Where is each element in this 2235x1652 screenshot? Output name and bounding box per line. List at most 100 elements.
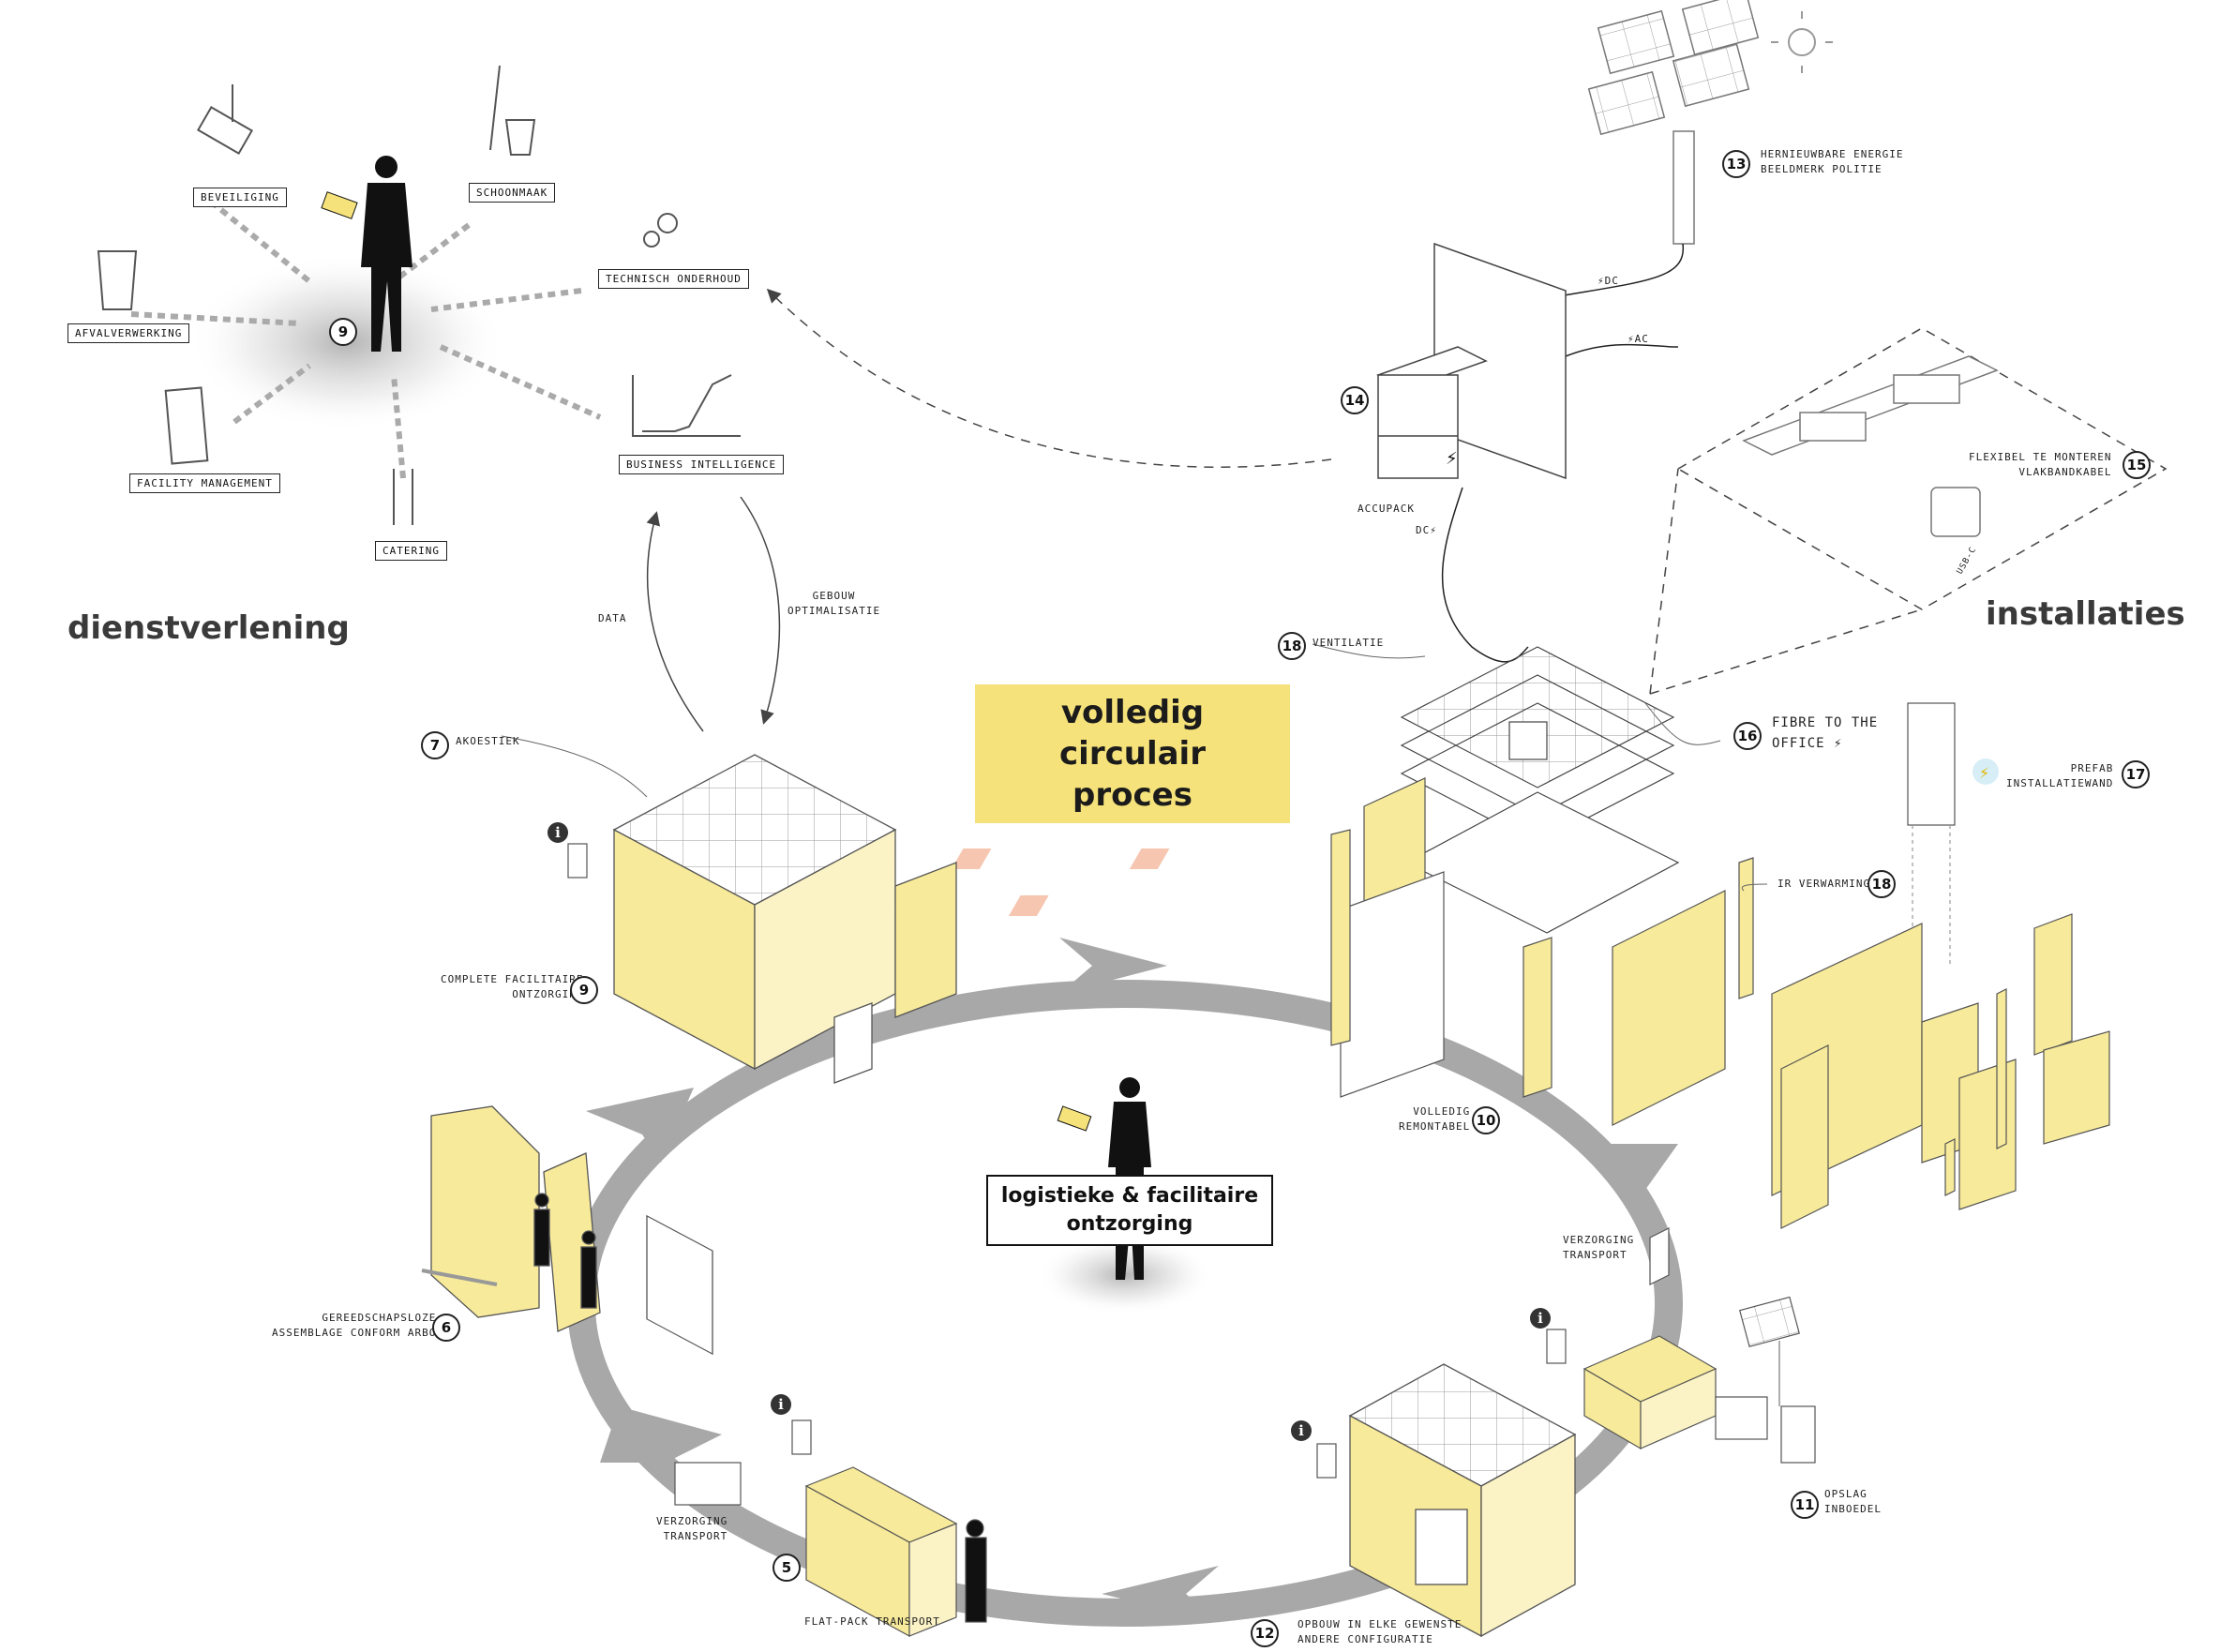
- step-12-line1: OPBOUW IN ELKE GEWENSTE: [1298, 1618, 1462, 1630]
- step-18-number-ir: 18: [1868, 870, 1896, 898]
- service-technisch-onderhoud: TECHNISCH ONDERHOUD: [598, 269, 749, 289]
- document-icons: [567, 843, 1567, 1479]
- porter-icon: [966, 1519, 984, 1538]
- service-arrows: [130, 199, 602, 479]
- accupack-label: ACCUPACK: [1358, 503, 1415, 515]
- dc-label-bottom: DC⚡: [1416, 524, 1437, 536]
- step-13-number: 13: [1722, 150, 1750, 178]
- bucket-icon: [504, 119, 536, 156]
- step-9-label: COMPLETE FACILITAIRE ONTZORGING: [441, 972, 583, 1002]
- section-title-installaties: installaties: [1986, 595, 2185, 633]
- step-7-number: 7: [421, 731, 449, 759]
- step-10-line2: REMONTABEL: [1399, 1120, 1471, 1133]
- service-icons: [97, 65, 741, 525]
- step-17-line2: INSTALLATIEWAND: [2006, 777, 2114, 789]
- step-16-number: 16: [1733, 722, 1762, 750]
- step-9-line1: COMPLETE FACILITAIRE: [441, 973, 584, 985]
- akoestiek-label: AKOESTIEK: [456, 735, 520, 747]
- ring-arrow-bottom: [1102, 1566, 1219, 1622]
- verzorging-transport-left: VERZORGING TRANSPORT: [656, 1514, 728, 1544]
- step-14-number: 14: [1341, 386, 1369, 414]
- step-9-line2: ONTZORGING: [512, 988, 584, 1000]
- info-icon-cabin: i: [548, 822, 568, 843]
- assembly-scene: [421, 1105, 601, 1332]
- mop-icon: [489, 65, 501, 151]
- step-15-line1: FLEXIBEL TE MONTEREN: [1969, 451, 2112, 463]
- info-icon-opbouw: i: [1291, 1420, 1312, 1441]
- clipboard-icon: [164, 386, 209, 465]
- service-beveiliging: BEVEILIGING: [193, 188, 287, 207]
- hub-number: 9: [329, 318, 357, 346]
- info-icon-transport: i: [1530, 1308, 1551, 1329]
- data-arrow: [646, 511, 704, 732]
- step-15-line2: VLAKBANDKABEL: [2018, 466, 2112, 478]
- flow-optimalisatie-label: GEBOUW OPTIMALISATIE: [788, 589, 880, 619]
- step-12-label: OPBOUW IN ELKE GEWENSTE ANDERE CONFIGURA…: [1298, 1617, 1462, 1647]
- van-icon: [674, 1462, 742, 1506]
- assembled-cabin-top: [612, 754, 957, 1356]
- central-claim: volledig circulair proces: [975, 684, 1290, 823]
- solar-tree-icon: [1587, 0, 1760, 245]
- step-6-label: GEREEDSCHAPSLOZE ASSEMBLAGE CONFORM ARBO: [272, 1311, 436, 1341]
- hub-title-line2: ontzorging: [1066, 1212, 1193, 1236]
- step-11-label: OPSLAG INBOEDEL: [1824, 1487, 1882, 1517]
- step-15-label: FLEXIBEL TE MONTEREN VLAKBANDKABEL: [1969, 450, 2111, 480]
- sun-icon: [1771, 11, 1833, 73]
- step-17-line1: PREFAB: [2070, 762, 2114, 774]
- ring-arrow-top: [1059, 938, 1167, 994]
- accupack-icon: ⚡: [1376, 242, 1567, 480]
- chart-axes-icon: [632, 375, 741, 437]
- gear-icon-2: [643, 231, 660, 248]
- verzorging-left-line1: VERZORGING: [656, 1515, 728, 1527]
- mini-solar-icon: [1739, 1296, 1800, 1348]
- service-business-intelligence: BUSINESS INTELLIGENCE: [619, 455, 785, 474]
- flat-pack-label: FLAT-PACK TRANSPORT: [804, 1615, 940, 1628]
- step-16-line1: FIBRE TO THE: [1772, 715, 1879, 730]
- trash-bin-icon: [97, 250, 138, 310]
- leader-lines: [501, 643, 1768, 892]
- step-17-label: PREFAB INSTALLATIEWAND: [2006, 761, 2113, 791]
- step-13-line2: BEELDMERK POLITIE: [1761, 163, 1882, 175]
- step-13-line1: HERNIEUWBARE ENERGIE: [1761, 148, 1904, 160]
- ir-verwarming-label: IR VERWARMING: [1778, 878, 1871, 890]
- hub-title: logistieke & facilitaire ontzorging: [986, 1175, 1273, 1246]
- ac-cable: [1565, 343, 1679, 357]
- flow-gebouw-text: GEBOUW: [812, 590, 856, 602]
- exploded-walls: [1330, 777, 1754, 1126]
- flow-optimalisatie-text: OPTIMALISATIE: [788, 605, 881, 617]
- step-11-line1: OPSLAG: [1824, 1488, 1868, 1500]
- step-17-number: 17: [2122, 760, 2150, 788]
- step-6-line1: GEREEDSCHAPSLOZE: [322, 1312, 437, 1324]
- central-claim-line2: proces: [1072, 776, 1192, 814]
- step-10-line1: VOLLEDIG: [1413, 1105, 1471, 1118]
- hub-title-line1: logistieke & facilitaire: [1000, 1184, 1259, 1208]
- service-schoonmaak: SCHOONMAAK: [469, 183, 556, 203]
- usb-socket-icon: [1930, 487, 1981, 537]
- dc-label-top: ⚡DC: [1598, 275, 1619, 287]
- assembled-cabin-bottom: [1348, 1363, 1577, 1638]
- chart-line-icon: [642, 374, 732, 432]
- info-icon-flatpack: i: [771, 1394, 791, 1415]
- ring-arrow-left: [600, 1406, 722, 1463]
- ventilatie-label: VENTILATIE: [1312, 637, 1385, 649]
- verzorging-transport-right: VERZORGING TRANSPORT: [1563, 1233, 1634, 1263]
- step-5-number: 5: [772, 1554, 801, 1582]
- camera-icon: [196, 106, 254, 155]
- step-6-number: 6: [432, 1314, 460, 1342]
- flat-cable-icon: [1742, 355, 1999, 537]
- step-12-line2: ANDERE CONFIGURATIE: [1298, 1633, 1433, 1645]
- prefab-wall: [1907, 702, 1956, 966]
- flat-pack-scene: [674, 1462, 987, 1638]
- step-16-label: FIBRE TO THE OFFICE ⚡: [1772, 713, 1878, 754]
- storage-furniture-icon: [1715, 1396, 1768, 1440]
- accupack-cable: [1441, 487, 1529, 663]
- flow-data-label: DATA: [598, 612, 627, 624]
- step-10-number: 10: [1472, 1106, 1500, 1134]
- worker-icon-2: [581, 1230, 596, 1245]
- central-claim-line1: volledig circulair: [1059, 694, 1206, 773]
- optimalisatie-arrow: [740, 496, 781, 725]
- step-12-number: 12: [1251, 1619, 1279, 1647]
- step-9-number: 9: [570, 976, 598, 1004]
- storage-scene: [1582, 1227, 1816, 1464]
